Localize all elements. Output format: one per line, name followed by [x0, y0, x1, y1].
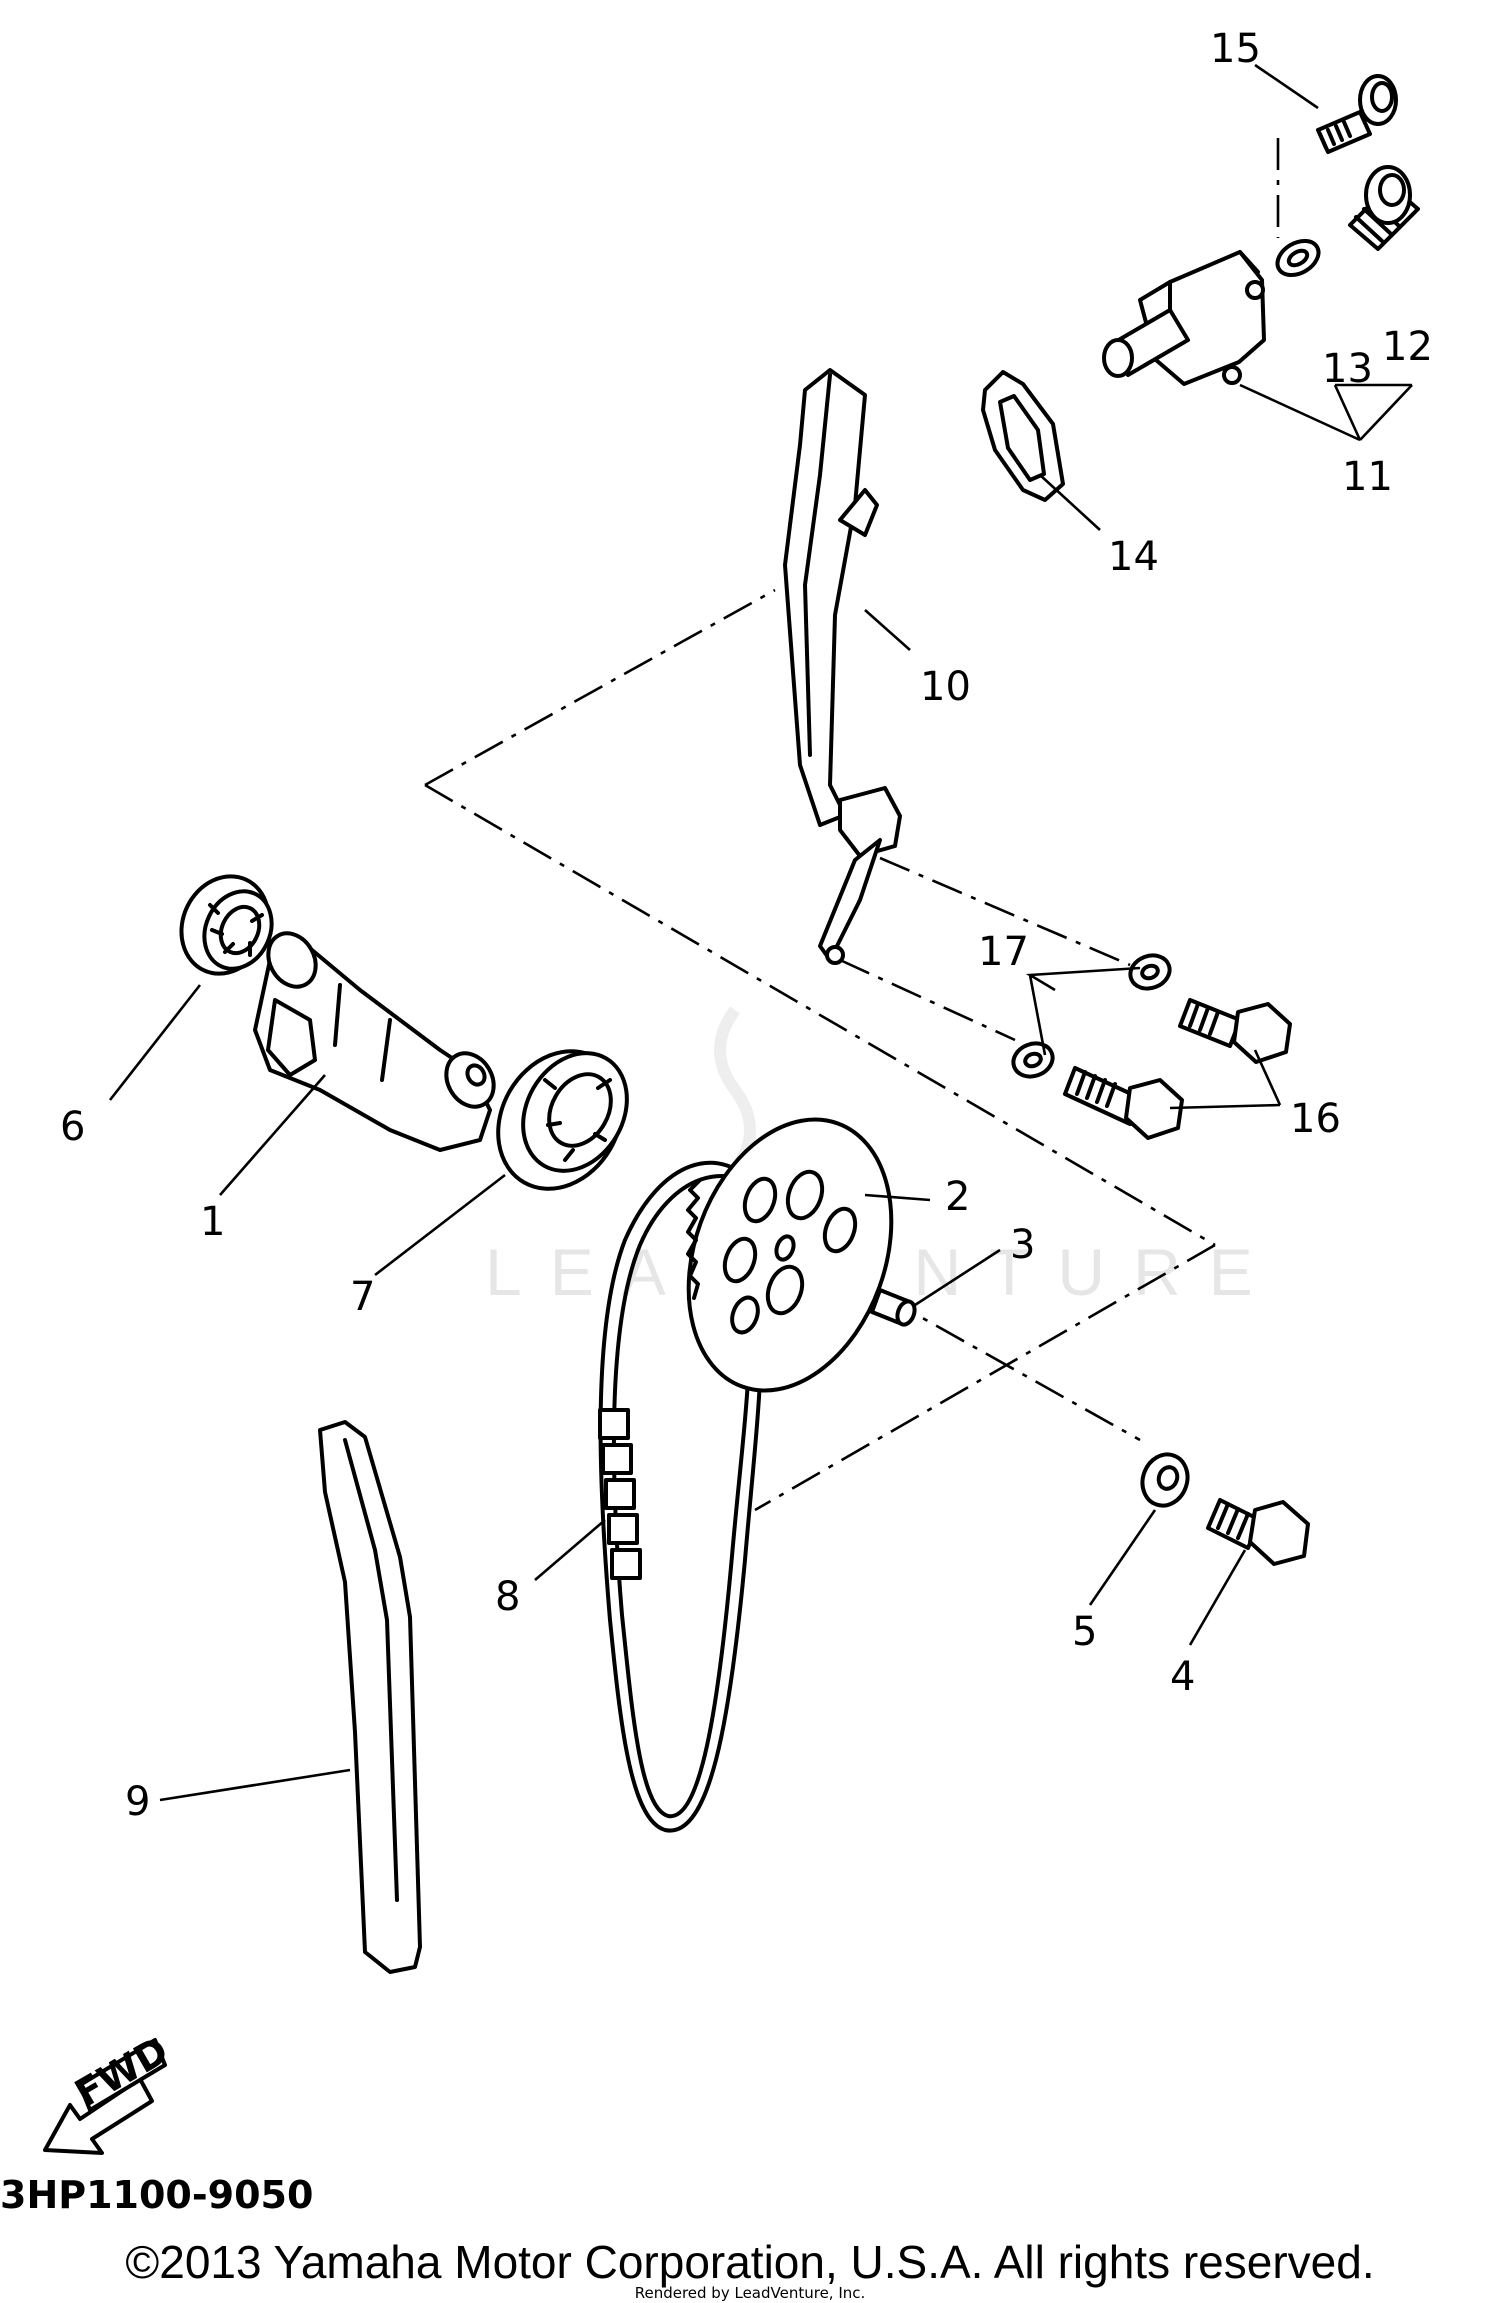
callouts: 15 12 13 11 14 10 17 16 2 3 6 1 7 8 9 5 …: [60, 26, 1433, 1825]
callout-11: 11: [1342, 454, 1393, 500]
part-8-chain: [598, 1160, 772, 1833]
part-15-bolt: [1316, 74, 1398, 154]
callout-12: 12: [1382, 324, 1433, 370]
callout-15: 15: [1210, 26, 1261, 72]
callout-7: 7: [350, 1274, 375, 1320]
callout-8: 8: [495, 1574, 520, 1620]
part-5-washer: [1140, 1452, 1190, 1508]
part-6-bearing: [179, 874, 274, 976]
leader-lines: [108, 63, 1413, 1802]
callout-6: 6: [60, 1104, 85, 1150]
part-3-pin: [870, 1288, 917, 1327]
callout-16: 16: [1290, 1096, 1341, 1142]
part-9-chain-guide: [318, 1420, 422, 1974]
part-4-bolt: [1206, 1498, 1310, 1566]
part-7-bearing: [496, 1049, 629, 1191]
callout-4: 4: [1170, 1654, 1195, 1700]
callout-14: 14: [1108, 534, 1159, 580]
callout-17: 17: [978, 929, 1029, 975]
callout-5: 5: [1072, 1609, 1097, 1655]
copyright-notice: ©2013 Yamaha Motor Corporation, U.S.A. A…: [125, 2236, 1375, 2288]
part-10-tensioner-guide: [783, 368, 902, 965]
callout-3: 3: [1010, 1222, 1035, 1268]
part-16-bolts: [1063, 998, 1292, 1140]
part-2-sprocket: [686, 1117, 894, 1393]
part-13-washer: [1275, 238, 1321, 278]
callout-13: 13: [1322, 346, 1373, 392]
rendered-by-notice: Rendered by LeadVenture, Inc.: [634, 2284, 866, 2302]
part-12-plug: [1348, 165, 1420, 251]
callout-2: 2: [945, 1174, 970, 1220]
callout-9: 9: [125, 1779, 150, 1825]
part-1-camshaft: [253, 931, 496, 1152]
callout-10: 10: [920, 664, 971, 710]
part-17-washers: [1011, 953, 1172, 1079]
diagram-code: 3HP1100-9050: [0, 2173, 313, 2217]
callout-1: 1: [200, 1199, 225, 1245]
part-11-tensioner: [1102, 250, 1266, 386]
part-14-gasket: [981, 370, 1065, 502]
fwd-arrow-icon: FWD: [43, 2028, 176, 2155]
